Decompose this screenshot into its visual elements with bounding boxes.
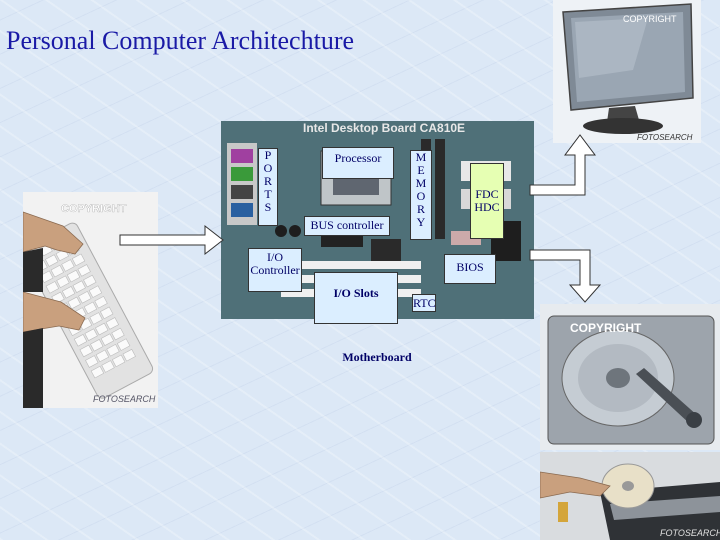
watermark-copyright-keyboard: COPYRIGHT <box>61 203 127 215</box>
motherboard-caption: Motherboard <box>332 351 422 364</box>
cd-drive-photo: FOTOSEARCH <box>540 452 720 540</box>
memory-letter: Y <box>411 216 431 229</box>
bios-label: BIOS <box>444 254 496 284</box>
memory-label: M E M O R Y <box>410 150 432 240</box>
board-header-text: Intel Desktop Board CA810E <box>303 121 465 135</box>
processor-label: Processor <box>322 147 394 179</box>
bus-controller-label: BUS controller <box>304 216 390 236</box>
io-slots-label: I/O Slots <box>314 272 398 324</box>
monitor-photo: COPYRIGHT FOTOSEARCH <box>553 0 701 143</box>
watermark-brand-cd: FOTOSEARCH <box>660 528 720 538</box>
fdc-hdc-label: FDC HDC <box>470 163 504 239</box>
watermark-copyright-monitor: COPYRIGHT <box>623 14 677 24</box>
hdc-label: HDC <box>471 201 503 214</box>
ports-label: P O R T S <box>258 148 278 226</box>
rtc-label: RTC <box>412 294 436 312</box>
hard-disk-photo: COPYRIGHT <box>540 304 720 450</box>
watermark-brand-monitor: FOTOSEARCH <box>637 133 693 142</box>
ports-letter: S <box>259 201 277 214</box>
io-controller-label: I/O Controller <box>248 248 302 292</box>
watermark-brand-keyboard: FOTOSEARCH <box>93 394 156 404</box>
page-title: Personal Computer Architechture <box>6 26 354 56</box>
keyboard-photo: COPYRIGHT FOTOSEARCH <box>23 192 158 408</box>
watermark-copyright-hdd: COPYRIGHT <box>570 321 642 335</box>
io-controller-line2: Controller <box>249 264 301 277</box>
